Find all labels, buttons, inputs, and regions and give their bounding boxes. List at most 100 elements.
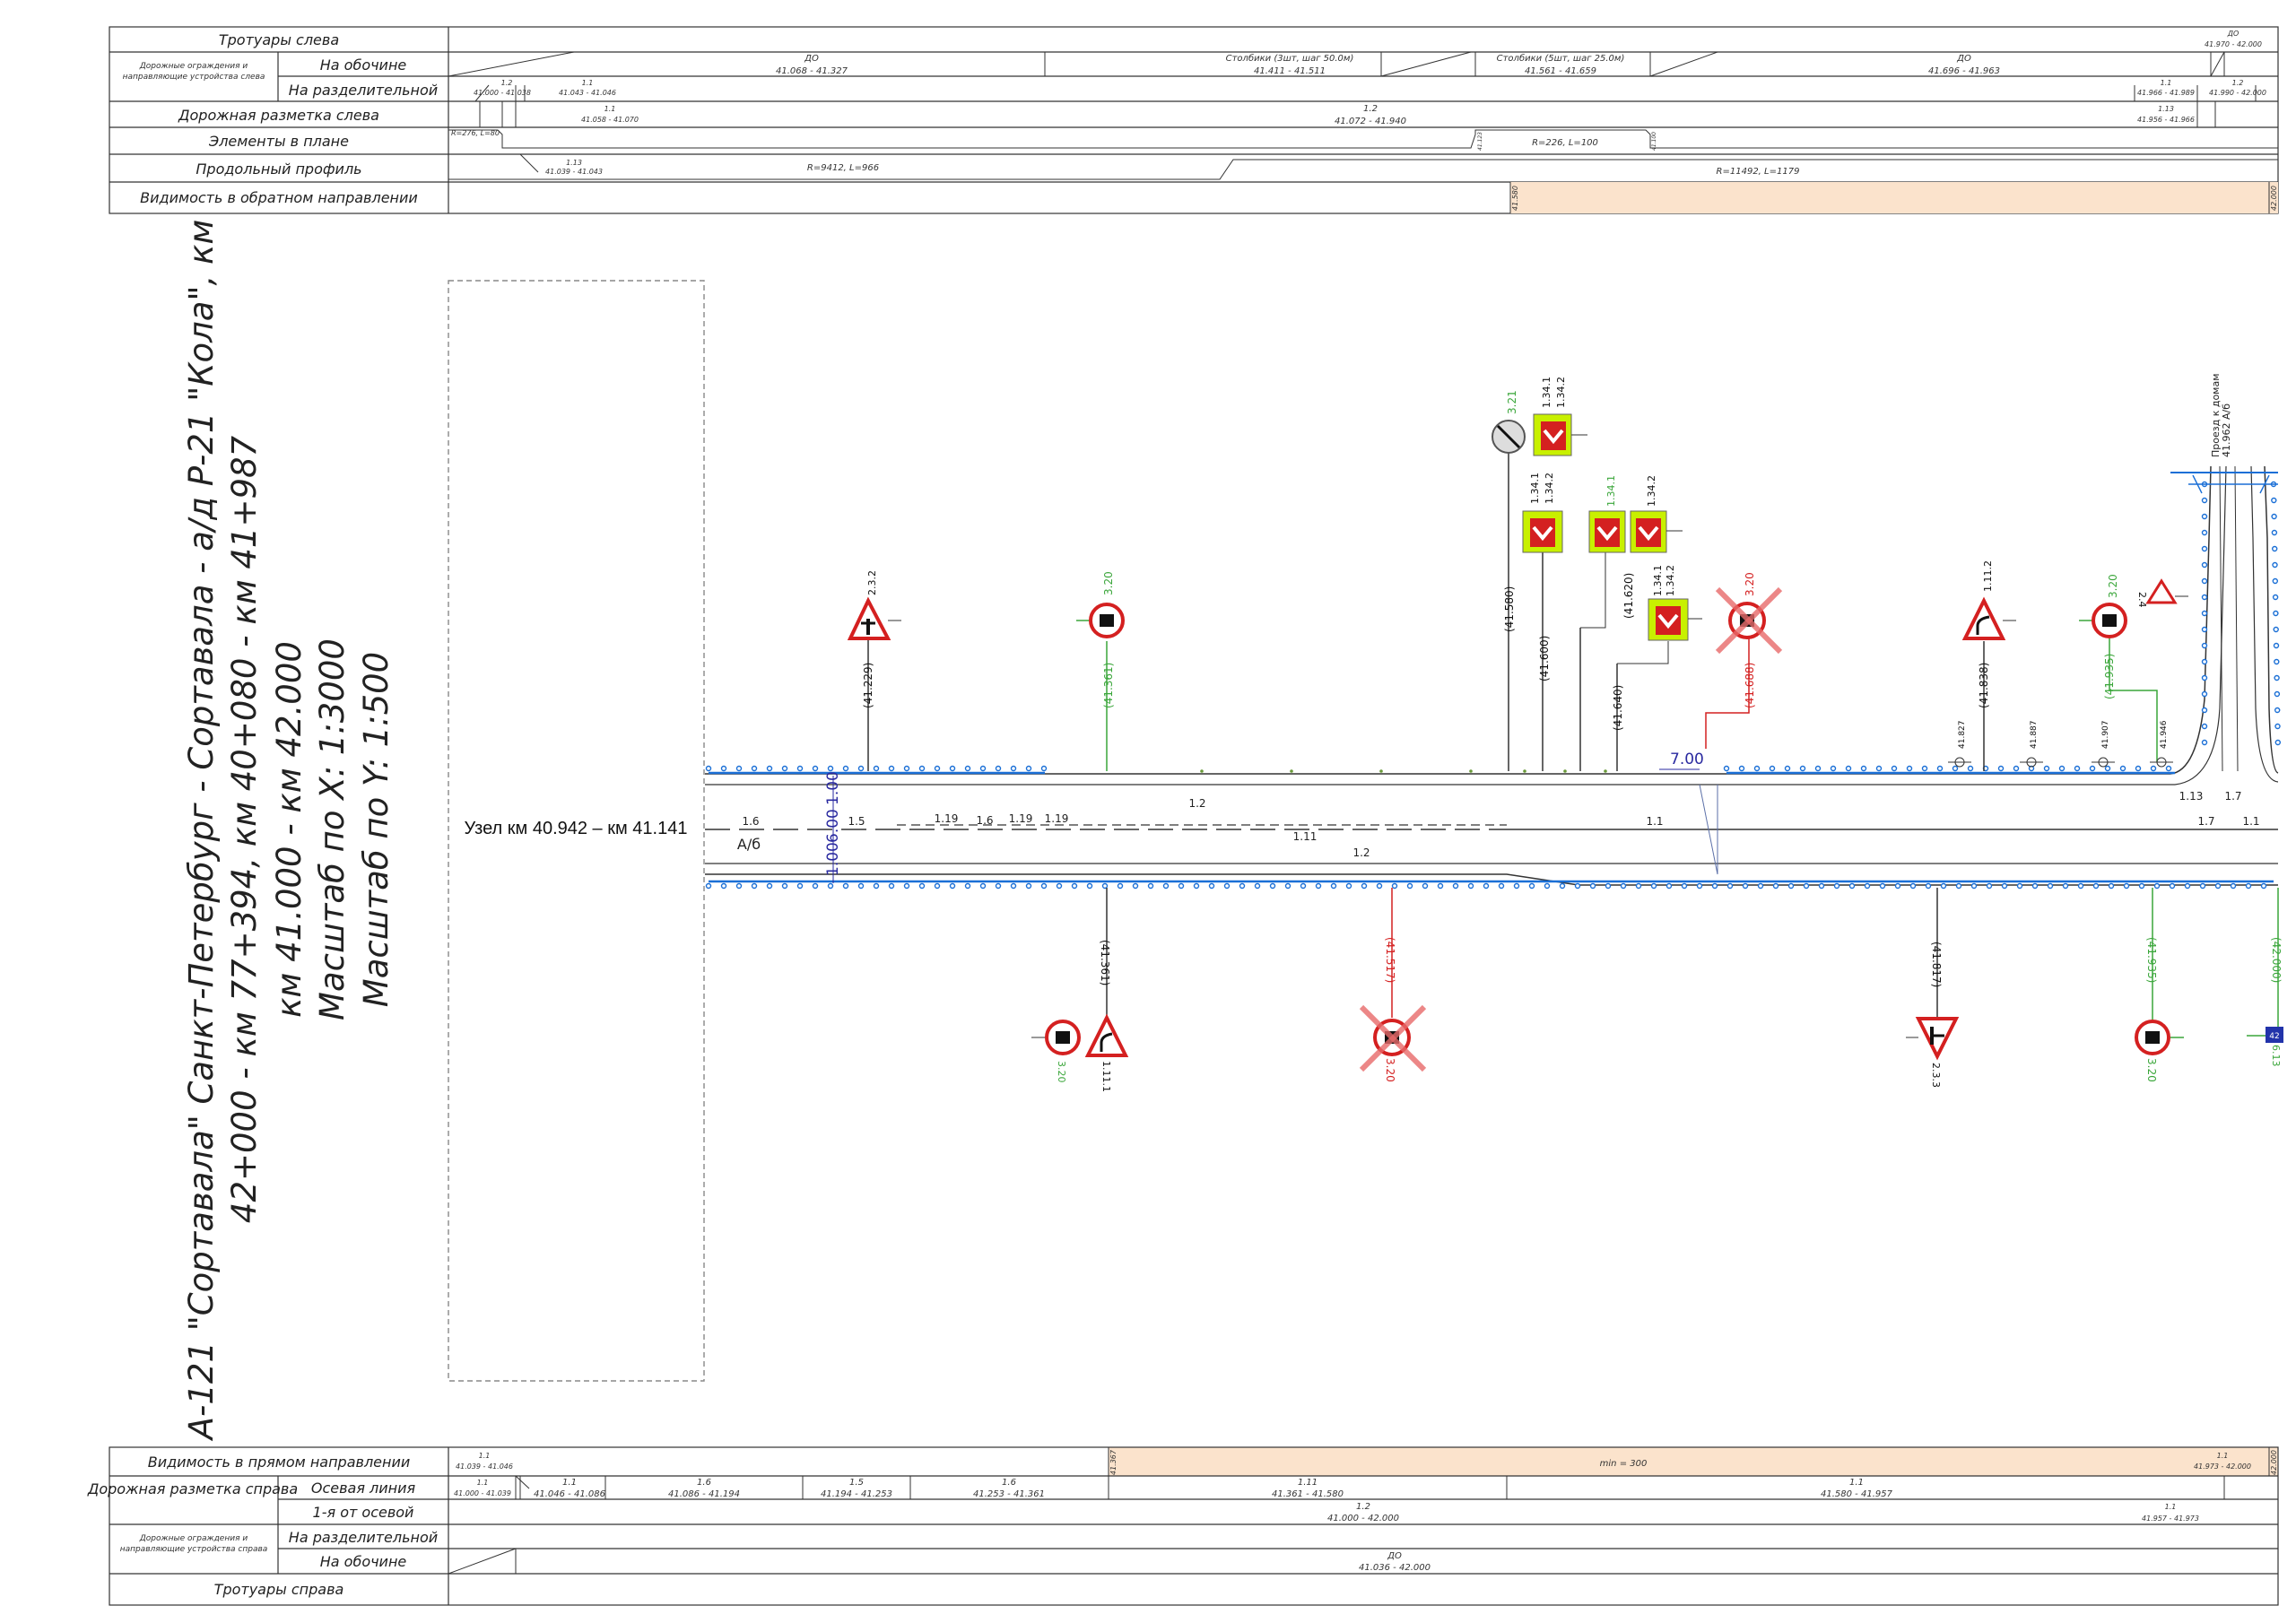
guardrail-post <box>2135 765 2142 772</box>
bcell-a6-t: 1.11 <box>1298 1478 1318 1488</box>
guardrail-post <box>1875 765 1883 772</box>
cell-prof2: R=9412, L=966 <box>807 163 879 173</box>
mk-11: 1.1 <box>1646 815 1663 828</box>
guardrail-post <box>2001 882 2008 890</box>
guardrail-post <box>2201 642 2208 649</box>
bcell-g1-r: 41.036 - 42.000 <box>1359 1563 1431 1573</box>
guardrail-post <box>766 765 773 772</box>
sign-3-20-removed-bottom <box>1359 888 1427 1072</box>
guardrail-post <box>1513 882 1520 890</box>
s10-code: 2.4 <box>2136 592 2148 608</box>
guardrail-post <box>1117 882 1124 890</box>
bcell-v2-r: 41.973 - 42.000 <box>2194 1462 2251 1471</box>
cell-posts2-r: 41.561 - 41.659 <box>1525 66 1596 76</box>
mk-11b: 1.1 <box>2242 815 2259 828</box>
s8-km: (41.838) <box>1978 663 1990 708</box>
cell-posts1-t: Столбики (3шт, шаг 50.0м) <box>1226 53 1354 64</box>
cell-ml1-r: 41.058 - 41.070 <box>581 116 639 124</box>
s6-codeA: 1.34.1 <box>1652 565 1664 596</box>
guardrail-post <box>857 765 865 772</box>
s5-codeB: 1.34.2 <box>1646 475 1657 507</box>
guardrail-top-right <box>1200 765 2175 775</box>
guardrail-top-left <box>705 765 1048 775</box>
row-guard-shoulder: На обочине <box>320 56 407 74</box>
chevron-top <box>1533 413 1587 456</box>
post-km-2: 41.887 <box>2030 721 2039 750</box>
cell-m3-t: 1.1 <box>2161 79 2172 87</box>
row-guard-shoulder-r: На обочине <box>320 1553 407 1570</box>
row-guard-group-left: Дорожные ограждения и направляющие устро… <box>123 62 265 82</box>
guardrail-post <box>1970 882 1978 890</box>
cell-ml1-t: 1.1 <box>604 105 616 113</box>
edge-marker <box>1604 769 1607 773</box>
s4-codeA: 1.34.1 <box>1529 473 1541 504</box>
cell-m2-r: 41.043 - 41.046 <box>559 89 616 97</box>
guardrail-post <box>949 765 956 772</box>
guardrail-post <box>2092 882 2100 890</box>
guardrail-post <box>2214 882 2222 890</box>
guardrail-post <box>1284 882 1292 890</box>
bcell-a1-t: 1.1 <box>477 1479 489 1487</box>
bcell-f2-t: 1.1 <box>2165 1503 2177 1511</box>
guardrail-post <box>1967 765 1974 772</box>
b4-code: 3.20 <box>2145 1058 2158 1082</box>
bcell-a3-t: 1.6 <box>697 1478 711 1488</box>
guardrail-post <box>781 765 788 772</box>
mk-17b: 1.7 <box>2224 790 2241 803</box>
guardrail-post <box>2031 882 2039 890</box>
guardrail-post <box>2058 765 2066 772</box>
chevron-1-34-2-c <box>1616 598 1702 771</box>
guardrail-post <box>812 765 819 772</box>
guardrail-post <box>1620 882 1627 890</box>
guardrail-post <box>1056 882 1063 890</box>
sign-3-20-a <box>1076 603 1125 771</box>
guardrail-post <box>1086 882 1093 890</box>
guardrail-post <box>751 765 758 772</box>
guardrail-post <box>918 765 926 772</box>
guardrail-post <box>1178 882 1185 890</box>
cell-ml2-t: 1.2 <box>1363 104 1378 114</box>
mk-12top: 1.2 <box>1188 797 1205 810</box>
bcell-a1-r: 41.000 - 41.039 <box>454 1489 511 1497</box>
guardrail-post <box>1925 882 1932 890</box>
row-marking-left: Дорожная разметка слева <box>178 107 379 124</box>
guardrail-bottom <box>705 880 2274 890</box>
guardrail-post <box>2245 882 2252 890</box>
s9-km: (41.935) <box>2103 654 2116 699</box>
guardrail-post <box>1936 765 1944 772</box>
b5-code: 6.13 <box>2270 1045 2282 1067</box>
row-profile: Продольный профиль <box>196 161 361 178</box>
guardrail-post <box>1147 882 1154 890</box>
title-line3: км 41.000 - км 42.000 <box>270 641 309 1018</box>
guardrail-post <box>2274 707 2281 714</box>
guardrail-post <box>1025 765 1032 772</box>
guardrail-post <box>1864 882 1871 890</box>
mk-119b: 1.19 <box>1009 812 1033 825</box>
guardrail-post <box>2274 690 2281 698</box>
guardrail-post <box>2201 690 2208 698</box>
guardrail-post <box>1406 882 1413 890</box>
guardrail-post <box>1772 882 1779 890</box>
mk-16a: 1.6 <box>742 815 759 828</box>
guardrail-post <box>1665 882 1673 890</box>
guardrail-post <box>888 882 895 890</box>
mk-113: 1.13 <box>2179 790 2204 803</box>
guardrail-post <box>2077 882 2084 890</box>
cell-m2-t: 1.1 <box>582 79 594 87</box>
guardrail-post <box>2169 882 2176 890</box>
guardrail-post <box>2201 723 2208 730</box>
guardrail-post <box>1300 882 1307 890</box>
guardrail-post <box>995 882 1002 890</box>
guardrail-post <box>1437 882 1444 890</box>
row-axis: Осевая линия <box>311 1480 416 1497</box>
guardrail-post <box>1860 765 1867 772</box>
guardrail-post <box>949 882 956 890</box>
chevron-1-34-2-b <box>1579 510 1683 771</box>
visibility-fwd-fill <box>1109 1447 2278 1476</box>
guardrail-post <box>2108 882 2115 890</box>
guardrail-post <box>2043 765 2050 772</box>
bcell-a6-r: 41.361 - 41.580 <box>1272 1489 1344 1499</box>
s3-km: (41.580) <box>1503 586 1516 632</box>
guardrail-post <box>1650 882 1657 890</box>
guardrail-post <box>720 882 727 890</box>
